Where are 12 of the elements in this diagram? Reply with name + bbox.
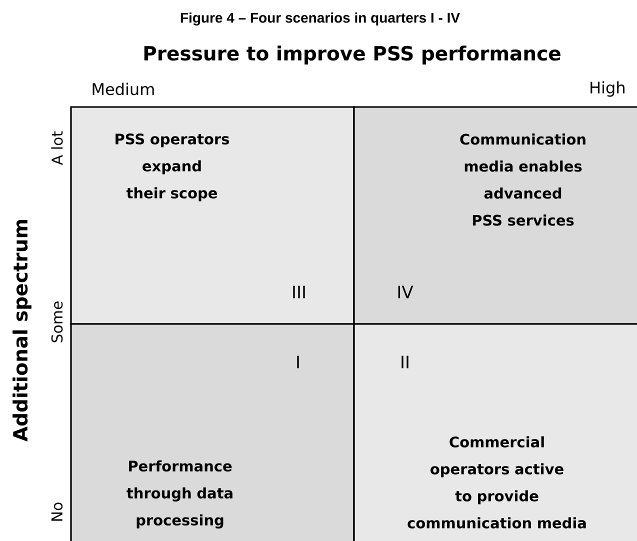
scenario-text: Performance through data processing xyxy=(126,460,232,528)
quadrant-numeral: IV xyxy=(398,286,414,298)
quadrant-numeral: I xyxy=(297,356,299,368)
axis-tick-label: Some xyxy=(51,302,63,342)
figure-title: Figure 4 – Four scenarios in quarters I - IV xyxy=(180,12,460,26)
quadrant-numeral: II xyxy=(402,356,408,368)
axis-title: Pressure to improve PSS performance xyxy=(144,46,560,64)
scenario-text: Communication media enables advanced PSS services xyxy=(460,134,586,226)
scenario-text: Commercial operators active to provide communication media xyxy=(408,436,586,528)
scenario-text: PSS operators expand their scope xyxy=(116,134,230,202)
quadrant-numeral: III xyxy=(293,286,305,298)
axis-title: Additional spectrum xyxy=(12,220,32,442)
